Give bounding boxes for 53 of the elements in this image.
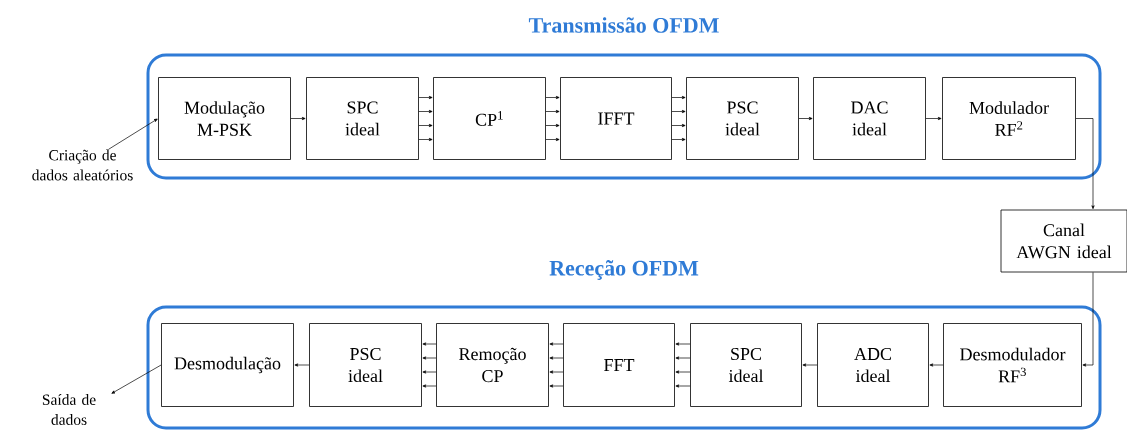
process-box: Canal AWGN ideal	[1000, 209, 1127, 273]
arrow	[671, 137, 686, 142]
process-box: DAC ideal	[813, 77, 926, 160]
arrow	[418, 109, 433, 114]
arrow	[671, 123, 686, 128]
process-box: ADC ideal	[817, 323, 929, 407]
arrow	[545, 95, 560, 100]
process-box: SPC ideal	[690, 323, 802, 407]
arrow	[675, 370, 691, 374]
arrow	[290, 116, 306, 121]
arrow	[418, 137, 433, 142]
arrow	[545, 123, 560, 128]
arrow	[1082, 272, 1094, 367]
process-box: Desmodulação	[161, 323, 294, 407]
process-box: Modulação M-PSK	[158, 77, 291, 160]
arrow	[422, 370, 437, 374]
process-box: IFFT	[560, 77, 672, 160]
arrow	[418, 123, 433, 128]
arrow	[549, 342, 564, 346]
section-title: Transmissão OFDM	[528, 17, 719, 33]
section-title: Receção OFDM	[549, 260, 699, 280]
process-box: Desmodulador RF$^{3}$	[943, 323, 1082, 407]
arrow	[798, 116, 813, 121]
process-box: Modulador RF$^{2}$	[942, 77, 1076, 160]
arrow	[545, 137, 560, 142]
arrow	[418, 95, 433, 100]
process-box: CP$^{1}$	[433, 77, 546, 160]
process-box: PSC ideal	[309, 323, 422, 407]
arrow	[422, 356, 437, 360]
arrow	[111, 364, 162, 394]
arrow	[929, 363, 944, 367]
arrow	[671, 109, 686, 114]
arrow	[422, 384, 437, 388]
arrow	[549, 384, 564, 388]
arrow	[802, 363, 818, 367]
arrow	[549, 356, 564, 360]
arrow	[422, 342, 437, 346]
arrow	[925, 116, 942, 121]
text-label: Criação de dados aleatórios	[32, 149, 133, 181]
process-box: Remoção CP	[436, 323, 549, 407]
arrow	[549, 370, 564, 374]
arrow	[675, 342, 691, 346]
text-label: Saída de dados	[42, 394, 96, 425]
process-box: FFT	[563, 323, 675, 407]
process-box: SPC ideal	[306, 77, 419, 160]
arrow	[108, 118, 158, 150]
arrow	[675, 384, 691, 388]
process-box: PSC ideal	[686, 77, 799, 160]
arrow	[545, 109, 560, 114]
arrow	[294, 363, 310, 367]
arrow	[671, 95, 686, 100]
arrow	[675, 356, 691, 360]
arrow	[1075, 118, 1095, 209]
